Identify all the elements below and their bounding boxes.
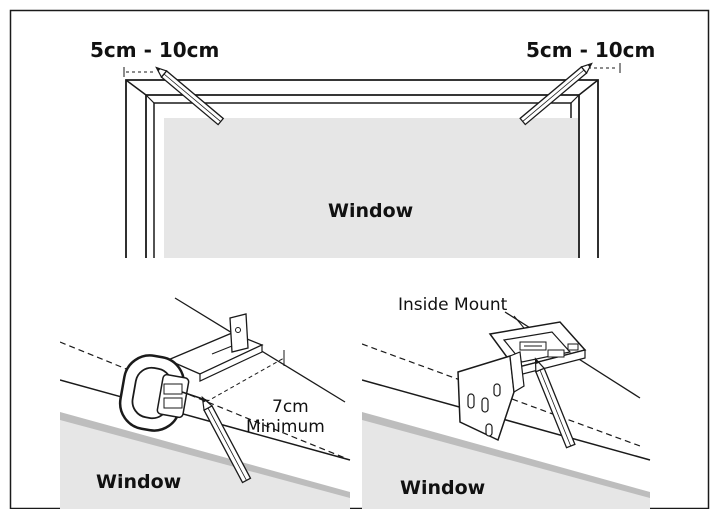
- top-window-label: Window: [328, 200, 414, 222]
- window-frame-illustration: [125, 79, 599, 258]
- distance-value-label: 7cm: [272, 397, 309, 417]
- right-dimension-marker: [588, 63, 621, 73]
- bottom-right-window-label: Window: [400, 477, 486, 499]
- inside-mount-label: Inside Mount: [398, 295, 508, 315]
- window-glass: [164, 118, 578, 258]
- right-measurement-label: 5cm - 10cm: [526, 38, 656, 62]
- pencil-icon: [201, 395, 252, 484]
- pencil-icon: [155, 66, 225, 126]
- inside-mount-illustration: [362, 311, 651, 509]
- pencil-icon: [534, 357, 576, 449]
- left-dimension-marker: [123, 67, 156, 77]
- pencil-icon: [519, 62, 593, 126]
- outside-mount-illustration: [60, 297, 351, 509]
- bottom-left-window-label: Window: [96, 471, 182, 493]
- mount-label-leader: [513, 315, 525, 329]
- mounting-bracket: [457, 321, 587, 442]
- left-measurement-label: 5cm - 10cm: [90, 38, 220, 62]
- mounting-bracket: [166, 313, 264, 382]
- tape-measure-icon: [118, 354, 207, 432]
- distance-minimum-label: Minimum: [246, 417, 325, 437]
